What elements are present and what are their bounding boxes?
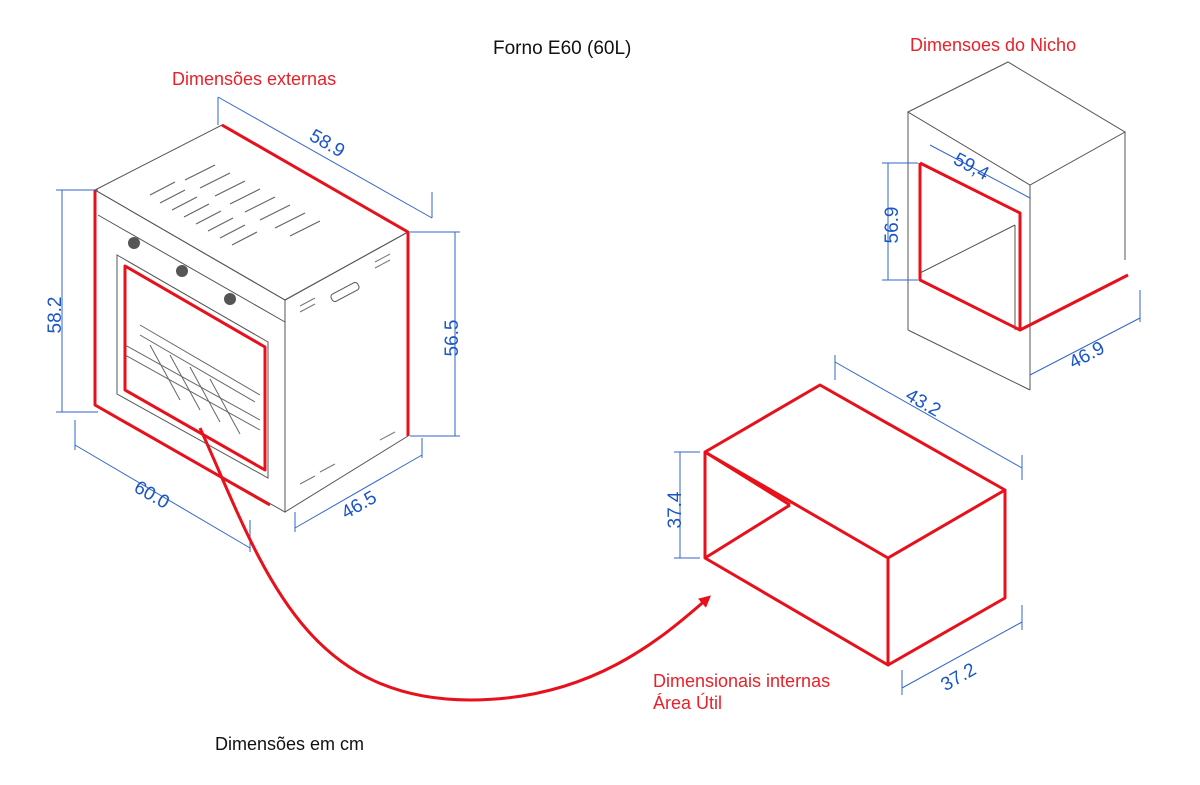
niche-dimension-lines xyxy=(882,144,1141,376)
dim-oven-depth-top: 58.9 xyxy=(306,125,349,162)
knob-left-icon xyxy=(128,237,140,249)
internal-dimension-lines xyxy=(674,355,1023,695)
label-external-dimensions: Dimensões externas xyxy=(172,69,336,89)
label-niche-dimensions: Dimensoes do Nicho xyxy=(910,35,1076,55)
dim-oven-height-right: 56.5 xyxy=(442,320,463,357)
dim-niche-height: 56.9 xyxy=(882,207,903,244)
connector-arrow xyxy=(198,427,712,702)
units-note: Dimensões em cm xyxy=(215,734,364,754)
diagram-title: Forno E60 (60L) xyxy=(493,38,631,59)
niche-drawing xyxy=(906,61,1129,391)
oven-dimension-lines xyxy=(56,96,460,552)
label-internal-dimensions: Dimensionais internas xyxy=(653,671,830,691)
dim-oven-height-left: 58.2 xyxy=(45,297,66,334)
internal-box-drawing xyxy=(703,383,1007,667)
dim-oven-width-front: 60.0 xyxy=(130,477,173,514)
dim-oven-depth-bottom: 46.5 xyxy=(338,487,381,524)
oven-drawing xyxy=(93,123,410,513)
knob-middle-icon xyxy=(176,265,188,277)
oven-racks xyxy=(124,324,261,435)
label-useful-area: Área Útil xyxy=(653,692,722,713)
knob-right-icon xyxy=(224,293,236,305)
top-vents xyxy=(149,164,321,246)
dim-niche-depth: 46.9 xyxy=(1066,338,1109,374)
dim-internal-width: 43.2 xyxy=(902,385,945,422)
dim-internal-height: 37.4 xyxy=(665,491,686,528)
